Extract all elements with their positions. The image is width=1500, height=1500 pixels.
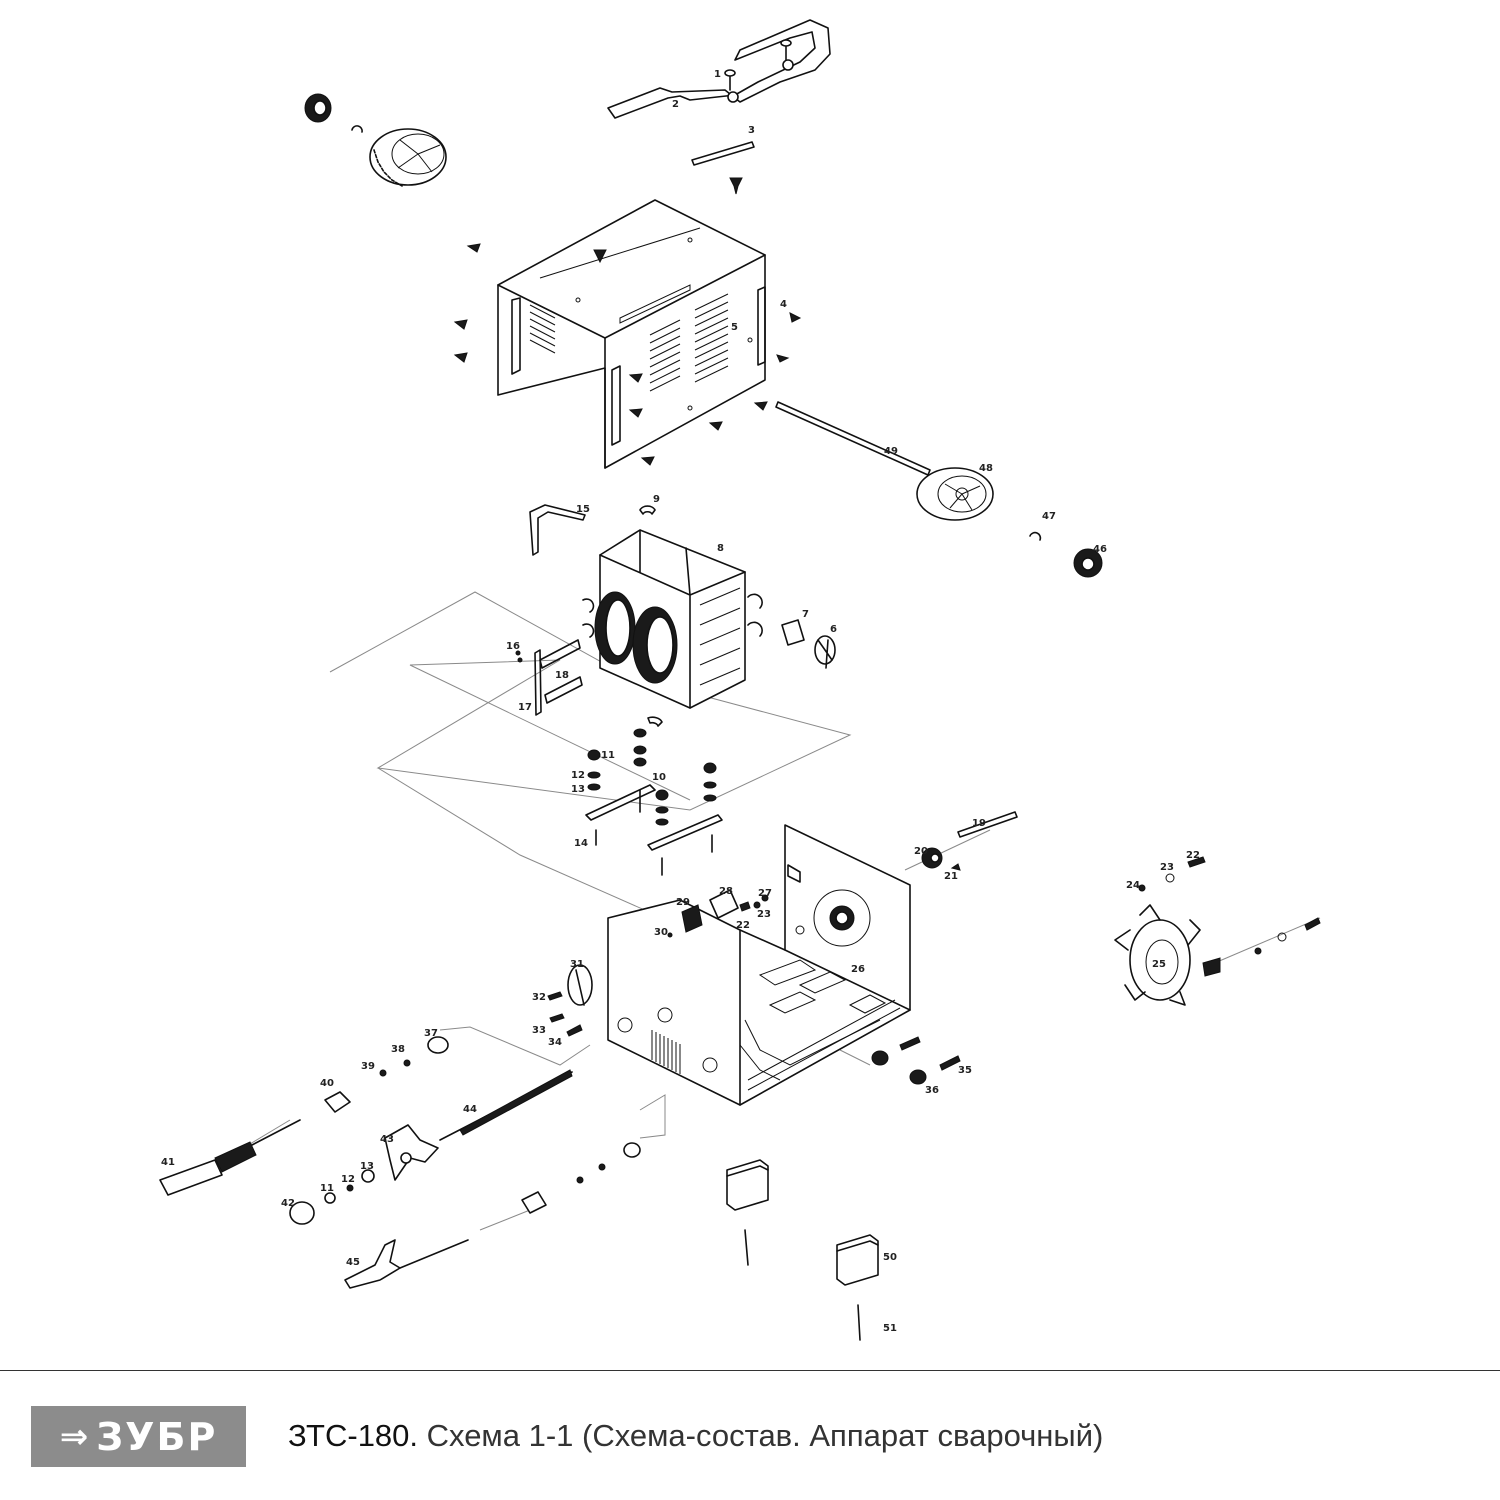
part-label: 45: [346, 1257, 360, 1268]
handle-part: [607, 19, 831, 119]
diagram-description: Схема 1-1 (Схема-состав. Аппарат сварочн…: [426, 1418, 1104, 1453]
part-label: 11: [601, 750, 615, 761]
screw-part: [729, 177, 743, 195]
part-label: 35: [958, 1065, 972, 1076]
knob-part: [814, 635, 836, 669]
page-title: ЗТС-180. Схема 1-1 (Схема-состав. Аппара…: [288, 1418, 1103, 1454]
rod-part: [691, 141, 755, 166]
part-label: 10: [652, 772, 666, 783]
part-label: 29: [676, 897, 690, 908]
part-label: 48: [979, 463, 993, 474]
clip-part: [639, 505, 656, 515]
switch-knob-part: [547, 964, 593, 1037]
feet-parts: [726, 1159, 879, 1341]
ground-clamp-part: [344, 1239, 469, 1289]
part-label: 15: [576, 504, 590, 515]
part-label: 9: [653, 494, 660, 505]
part-label: 40: [320, 1078, 334, 1089]
part-label: 17: [518, 702, 532, 713]
part-label: 19: [972, 818, 986, 829]
part-label: 18: [555, 670, 569, 681]
part-label: 27: [758, 888, 772, 899]
part-label: 38: [391, 1044, 405, 1055]
part-label: 26: [851, 964, 865, 975]
screws-4: [453, 243, 802, 466]
part-label: 16: [506, 641, 520, 652]
part-label: 12: [571, 770, 585, 781]
plate-part: [781, 619, 805, 646]
part-label: 43: [380, 1134, 394, 1145]
part-label: 31: [570, 959, 584, 970]
part-label: 51: [883, 1323, 897, 1334]
terminal-sockets: [324, 1036, 961, 1214]
part-label: 41: [161, 1157, 175, 1168]
part-label: 5: [731, 322, 738, 333]
part-label: 30: [654, 927, 668, 938]
part-label: 32: [532, 992, 546, 1003]
part-label: 21: [944, 871, 958, 882]
part-label: 50: [883, 1252, 897, 1263]
fasteners-10-14: [585, 716, 723, 876]
footer-divider: [0, 1370, 1500, 1371]
model-name: ЗТС-180.: [288, 1418, 419, 1453]
electrode-holder-part: [159, 1119, 301, 1196]
small-fasteners: [667, 811, 1321, 955]
assembly-guide-lines: [189, 591, 1321, 1231]
brand-logo: ⇒ ЗУБР: [31, 1406, 246, 1467]
part-label: 49: [884, 446, 898, 457]
brand-logo-text: ЗУБР: [96, 1414, 218, 1459]
part-label: 46: [1093, 544, 1107, 555]
terminal-plates: [515, 639, 583, 716]
bracket-part: [529, 504, 586, 556]
part-label: 23: [757, 909, 771, 920]
part-label: 22: [736, 920, 750, 931]
fan-part: [1114, 904, 1221, 1006]
exploded-parts-diagram: 1 2 3 4 5 6 7 8 9 10 11 12 13 14 15 16 1…: [159, 19, 1321, 1341]
base-chassis-part: [607, 824, 911, 1106]
part-label: 8: [717, 543, 724, 554]
part-label: 34: [548, 1037, 562, 1048]
part-label: 22: [1186, 850, 1200, 861]
part-label: 3: [748, 125, 755, 136]
part-label: 20: [914, 846, 928, 857]
part-label: 7: [802, 609, 809, 620]
part-label: 6: [830, 624, 837, 635]
part-label: 25: [1152, 959, 1166, 970]
part-label: 36: [925, 1085, 939, 1096]
part-label: 13: [360, 1161, 374, 1172]
part-label: 39: [361, 1061, 375, 1072]
part-number-labels-repeated: 23 22 11 12 13: [320, 909, 771, 1194]
arrow-mark-icon: ⇒: [59, 1416, 89, 1457]
ground-clamp-screw: [289, 1069, 573, 1225]
part-label: 14: [574, 838, 588, 849]
part-label: 44: [463, 1104, 477, 1115]
part-label: 47: [1042, 511, 1056, 522]
part-label: 2: [672, 99, 679, 110]
part-label: 33: [532, 1025, 546, 1036]
part-label: 28: [719, 886, 733, 897]
housing-cover-part: [497, 199, 766, 469]
wheel-assembly-left: [304, 93, 447, 187]
transformer-part: [582, 529, 763, 709]
part-label: 1: [714, 69, 721, 80]
part-number-labels: 1 2 3 4 5 6 7 8 9 10 11 12 13 14 15 16 1…: [161, 69, 1200, 1334]
part-label: 11: [320, 1183, 334, 1194]
axle-and-wheel-right: [775, 401, 1103, 578]
part-label: 23: [1160, 862, 1174, 873]
part-label: 12: [341, 1174, 355, 1185]
part-label: 24: [1126, 880, 1140, 891]
part-label: 42: [281, 1198, 295, 1209]
part-label: 4: [780, 299, 787, 310]
part-label: 13: [571, 784, 585, 795]
part-label: 37: [424, 1028, 438, 1039]
